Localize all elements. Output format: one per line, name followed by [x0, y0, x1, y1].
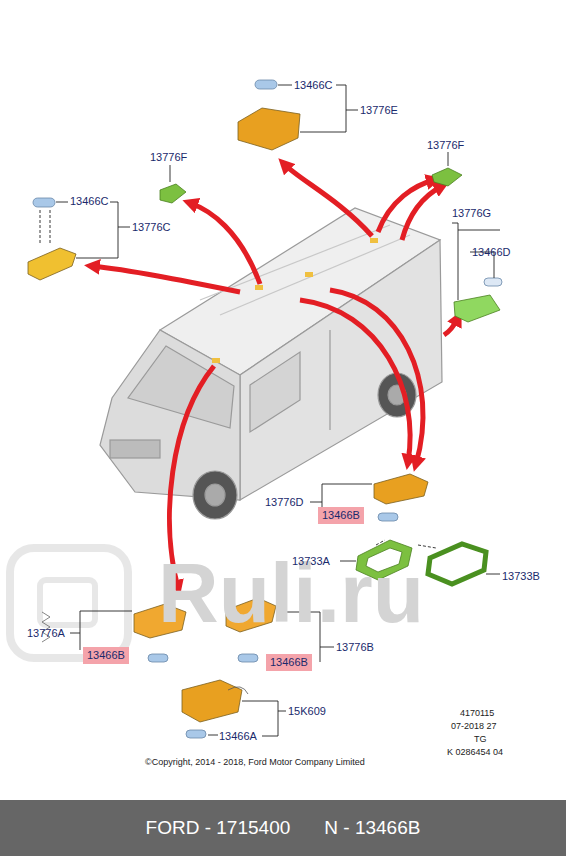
reference-date: 07-2018 27 [451, 721, 497, 732]
parts [28, 80, 502, 738]
node-text: FORD - 1715400 [146, 817, 291, 839]
highlighted-callout: 13466B [318, 507, 364, 524]
watermark: Ruli.ru [158, 548, 424, 638]
callout-number: 15K609 [288, 705, 326, 718]
callout-number: 13776D [265, 496, 304, 509]
footer-band: FORD - 1715400 N - 13466B [0, 800, 566, 856]
highlighted-callout: 13466B [266, 654, 312, 671]
callout-number: 13776F [150, 151, 187, 164]
reference-number: 4170115 [460, 708, 494, 719]
callout-number: 13776G [452, 207, 491, 220]
callout-number: 13733A [292, 555, 330, 568]
location-arrows [92, 164, 458, 588]
callout-number: 13776E [360, 104, 398, 117]
highlighted-callout: 13466B [83, 647, 129, 664]
copyright-note: ©Copyright, 2014 - 2018, Ford Motor Comp… [145, 757, 365, 768]
leader-lines [40, 85, 500, 736]
watermark-logo [10, 548, 128, 658]
van [100, 208, 442, 519]
callout-number: 13466C [294, 79, 333, 92]
reference-code: TG [474, 734, 487, 745]
callout-number: 13466A [219, 730, 257, 743]
callout-number: 13466C [70, 195, 109, 208]
node-text: 13466B [322, 509, 360, 522]
callout-number: 13776B [336, 641, 374, 654]
node-text: 13466B [270, 656, 308, 669]
callout-number: 13466D [472, 246, 511, 259]
node-text: N - 13466B [324, 817, 420, 839]
reference-number: K 0286454 04 [447, 747, 503, 758]
callout-number: 13776A [27, 627, 65, 640]
node-text: 13466B [87, 649, 125, 662]
callout-number: 13776C [132, 221, 171, 234]
callout-number: 13733B [502, 570, 540, 583]
callout-number: 13776F [427, 139, 464, 152]
